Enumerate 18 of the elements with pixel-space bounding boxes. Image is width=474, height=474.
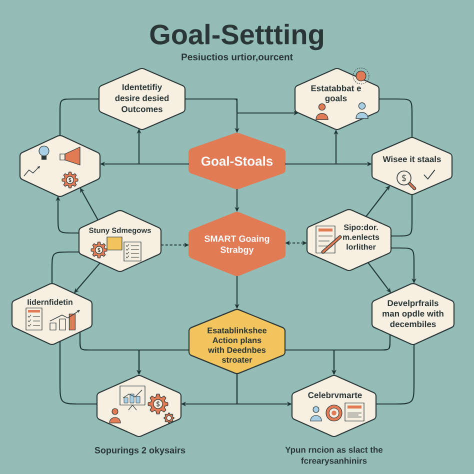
step-hexagon: Develprfrails man opdle with decembiles bbox=[371, 283, 455, 345]
connector-line bbox=[51, 251, 79, 283]
caption-text: Ypun rncion as slact the fcrearysanhinirs bbox=[285, 446, 383, 466]
connector-line bbox=[391, 195, 413, 237]
caption-text: Sopurings 2 okysairs bbox=[94, 446, 186, 456]
title: Goal-Settting bbox=[150, 24, 324, 50]
step-hexagon: SMART Goaing Strabgy bbox=[188, 212, 286, 276]
step-hexagon: Identetifiy desire desied Outcomes bbox=[98, 68, 186, 130]
step-hexagon: Goal-Stoals bbox=[188, 132, 286, 190]
step-hexagon: Estatabbat e goals bbox=[294, 68, 380, 130]
arrow bbox=[368, 262, 391, 293]
step-hexagon: Wisee it staals bbox=[371, 137, 453, 195]
subtitle: Pesiuctios urtior,ourcent bbox=[182, 53, 293, 62]
step-hexagon: Esatablinkshee Action plans with Deednbes stroater bbox=[188, 309, 286, 374]
connector-line bbox=[59, 98, 99, 135]
connector-line bbox=[379, 98, 413, 137]
connector-line bbox=[59, 341, 97, 405]
connector-line bbox=[376, 344, 415, 405]
